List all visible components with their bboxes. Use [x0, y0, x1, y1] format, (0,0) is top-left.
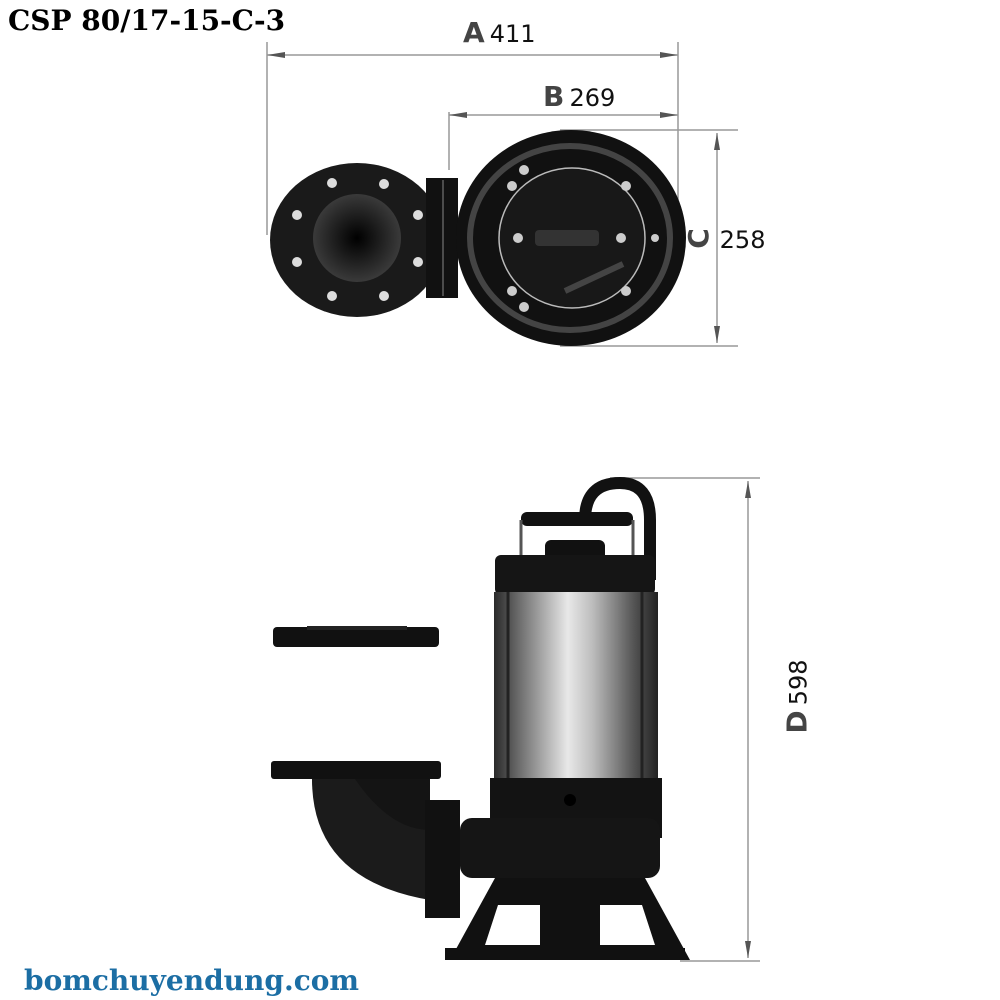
dimension-c-value: 258 — [719, 226, 766, 254]
dimension-b: B 269 — [543, 80, 615, 113]
side-view-pump-drawing — [271, 476, 690, 960]
dimension-d: D 598 — [781, 642, 814, 752]
dimension-b-value: 269 — [569, 84, 616, 112]
top-view-pump-drawing — [270, 130, 686, 346]
dimension-d-letter: D — [780, 710, 814, 734]
website-watermark: bomchuyendung.com — [24, 964, 360, 997]
dimension-d-value: 598 — [784, 659, 813, 706]
dimension-b-letter: B — [543, 80, 565, 113]
dimension-a-letter: A — [463, 16, 485, 49]
dimension-c: C 258 — [682, 222, 766, 255]
dimension-a: A 411 — [463, 16, 536, 49]
dimension-lines-top — [266, 42, 738, 347]
dimension-a-value: 411 — [489, 20, 536, 48]
model-title: CSP 80/17-15-C-3 — [8, 4, 286, 37]
dimension-c-letter: C — [681, 228, 715, 249]
